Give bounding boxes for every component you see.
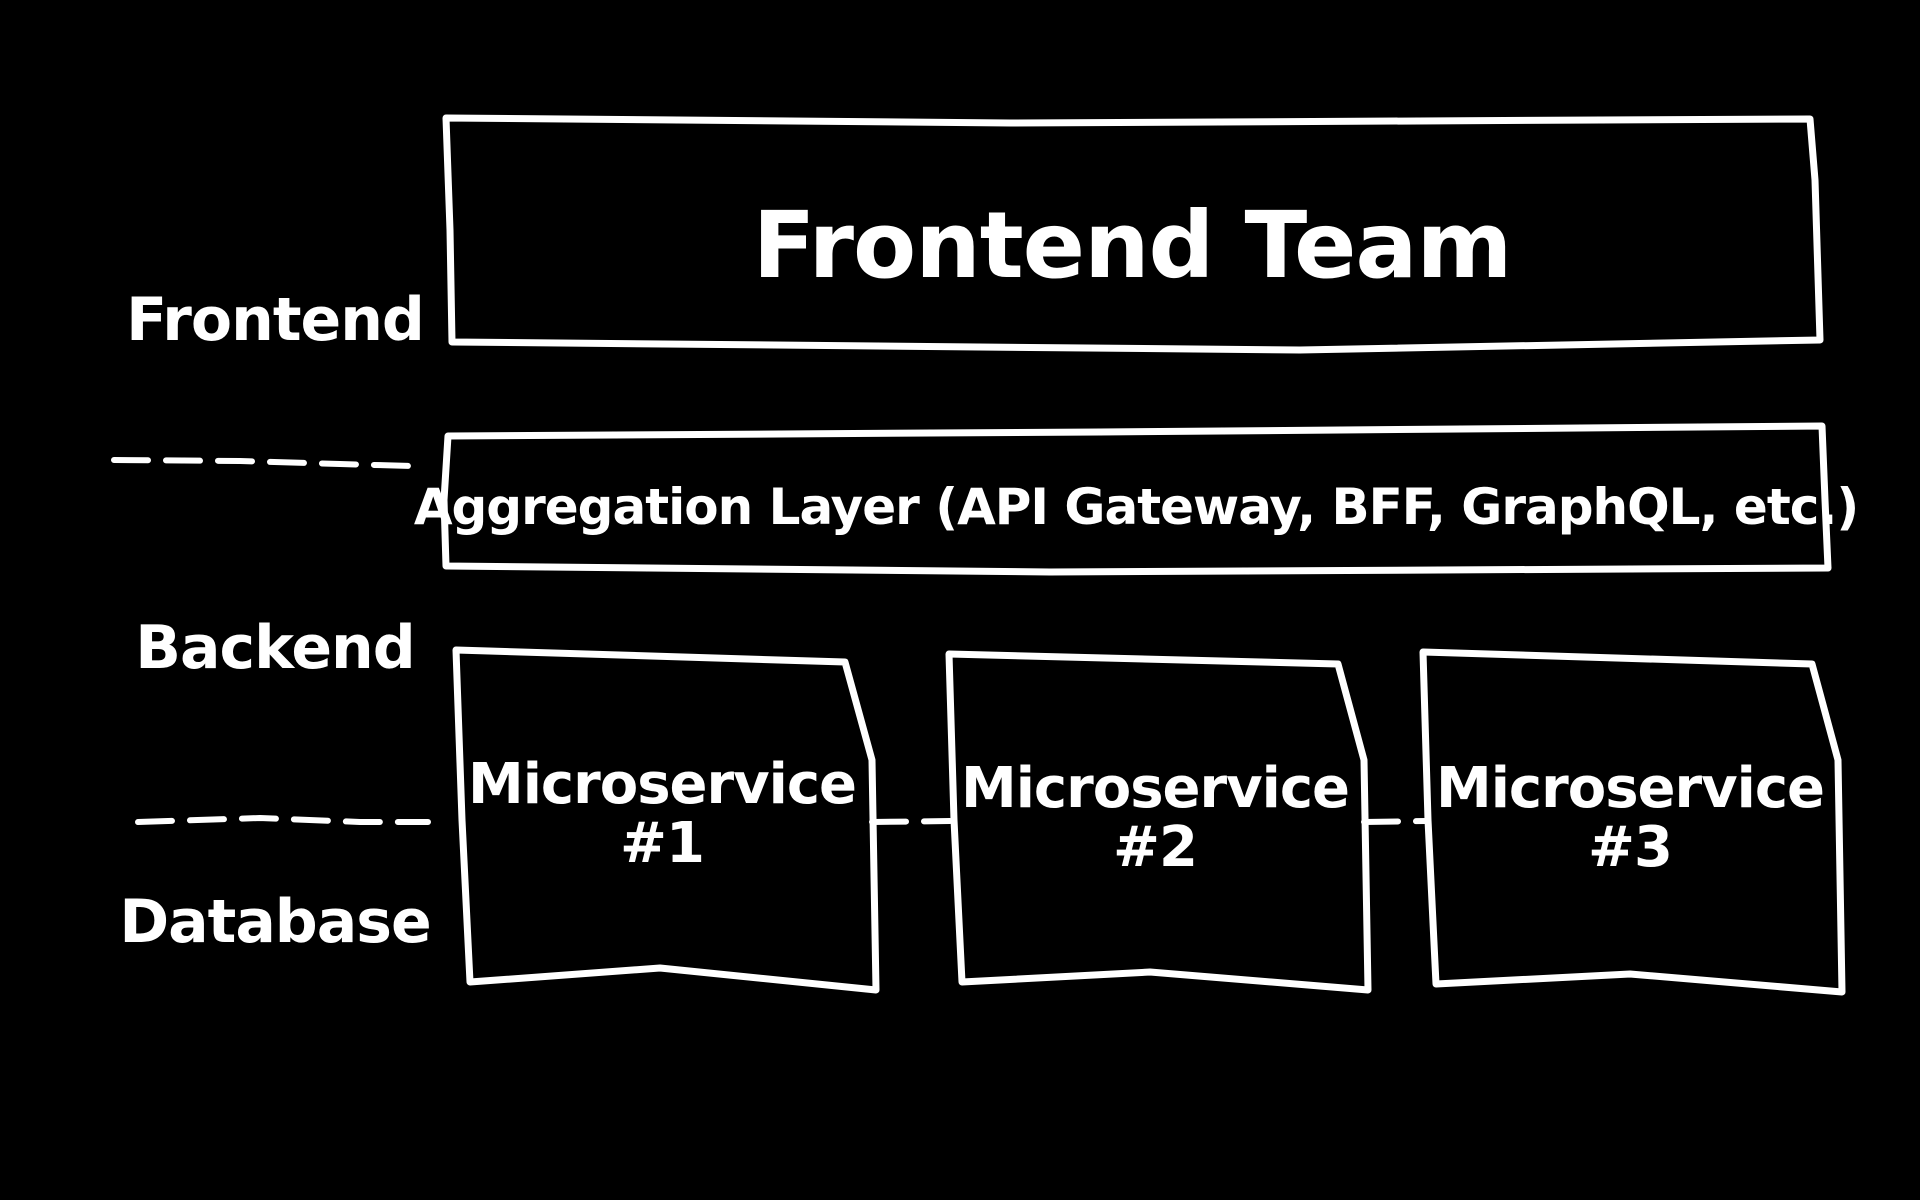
connector-2-3 — [1361, 818, 1429, 825]
layer-label-backend: Backend — [135, 613, 415, 683]
backend-database-divider — [135, 815, 431, 825]
microservice-2-label: Microservice #2 — [955, 744, 1355, 894]
aggregation-layer-box — [440, 422, 1832, 576]
frontend-backend-divider — [111, 457, 415, 469]
microservice-1-box — [452, 646, 880, 994]
microservice-2-number: #2 — [1113, 815, 1198, 880]
microservice-1-name: Microservice — [467, 752, 857, 818]
aggregation-layer-label: Aggregation Layer (API Gateway, BFF, Gra… — [413, 478, 1859, 536]
connector-1-2 — [869, 818, 953, 825]
microservice-1-number: #1 — [620, 811, 705, 876]
layer-label-frontend: Frontend — [126, 285, 425, 355]
microservice-2-name: Microservice — [960, 756, 1350, 822]
microservice-2-box — [945, 650, 1372, 994]
microservice-3-number: #3 — [1588, 815, 1673, 880]
frontend-team-title: Frontend Team — [752, 191, 1513, 299]
microservice-1-label: Microservice #1 — [462, 740, 862, 890]
microservice-3-label: Microservice #3 — [1430, 744, 1830, 894]
frontend-team-box — [442, 114, 1824, 354]
layer-label-database: Database — [119, 887, 431, 957]
microservice-3-box — [1419, 648, 1846, 996]
microservice-3-name: Microservice — [1435, 756, 1825, 822]
